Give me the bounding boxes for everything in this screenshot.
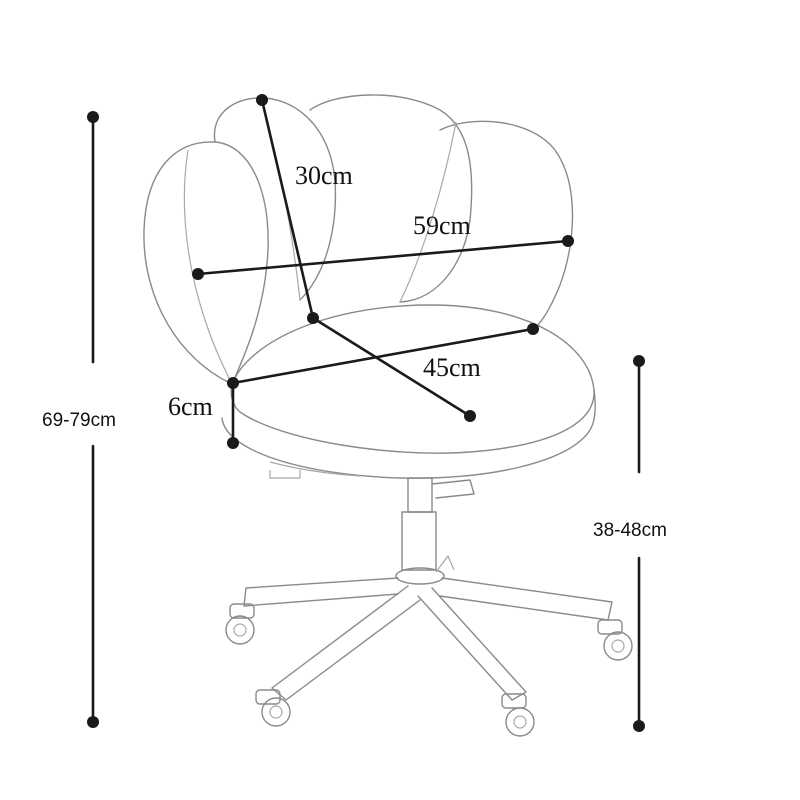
caster-front-right [501,693,535,737]
total-height-label: 69-79cm [42,410,116,431]
endpoint-dot [307,312,319,324]
back-width-label: 59cm [413,211,471,240]
base-hub [395,567,445,585]
endpoint-dot [464,410,476,422]
seat-top [230,304,595,454]
backrest-inner-seam-3 [399,121,457,303]
chair-seat [221,304,596,479]
endpoint-dot [527,323,539,335]
back-depth-label: 30cm [295,161,353,190]
gas-lift-top [407,477,433,513]
back-width-line [196,239,570,276]
base-leg-right [439,577,613,621]
chair-gas-lift [395,477,475,585]
seat-underside [269,461,361,477]
lever [431,479,475,499]
backrest-right-petal [439,120,574,331]
caster-right [597,619,633,661]
seat-side [221,389,596,479]
chair-base [243,554,613,701]
caster-left [225,603,255,645]
backrest-center-petal [309,94,473,303]
backrest-left-petal [143,141,269,385]
seat-thickness-label: 6cm [168,392,213,421]
base-leg-back [435,554,455,573]
back-depth-line [260,98,315,320]
seat-bracket [269,470,301,479]
backrest-inner-seam-2 [261,101,301,301]
endpoint-dot [227,437,239,449]
endpoint-dot [192,268,204,280]
endpoint-dot [562,235,574,247]
endpoint-dot [256,94,268,106]
endpoint-dot [227,377,239,389]
seat-depth-line [311,316,472,418]
dimension-lines [91,98,641,728]
chair-casters [225,603,633,737]
gas-lift-cylinder [401,511,437,571]
dimension-endpoints [87,94,645,732]
seat-width-label: 45cm [423,353,481,382]
endpoint-dot [633,720,645,732]
base-leg-left [243,577,399,607]
base-leg-front-left [271,585,421,701]
endpoint-dot [87,111,99,123]
backrest-center-left-petal [213,97,337,301]
chair-backrest [143,94,574,385]
seat-width-line [231,327,535,385]
endpoint-dot [87,716,99,728]
backrest-inner-seam [183,149,233,385]
caster-front-left [255,689,291,727]
seat-height-label: 38-48cm [593,520,667,541]
endpoint-dot [633,355,645,367]
base-leg-front-right [417,587,527,701]
